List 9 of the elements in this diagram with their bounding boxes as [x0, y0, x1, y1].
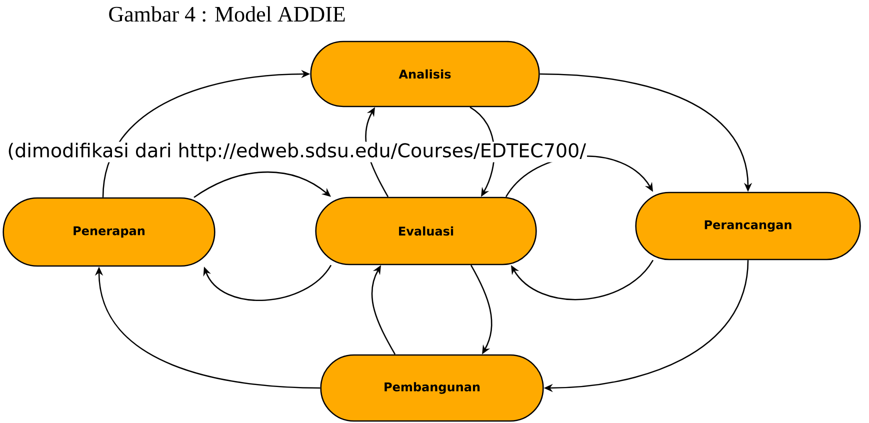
- arrow: [511, 260, 654, 300]
- stage-box: Pembangunan: [320, 354, 544, 422]
- stage-box: Evaluasi: [315, 196, 537, 266]
- stage-box: Penerapan: [2, 197, 216, 267]
- source-note: (dimodifikasi dari http://edweb.sdsu.edu/Courses/EDTEC700/: [6, 142, 587, 162]
- stage-box: Analisis: [310, 40, 540, 108]
- title: Gambar 4 : Model ADDIE: [109, 6, 345, 22]
- stage-box: Perancangan: [635, 192, 861, 260]
- arrow: [203, 264, 332, 301]
